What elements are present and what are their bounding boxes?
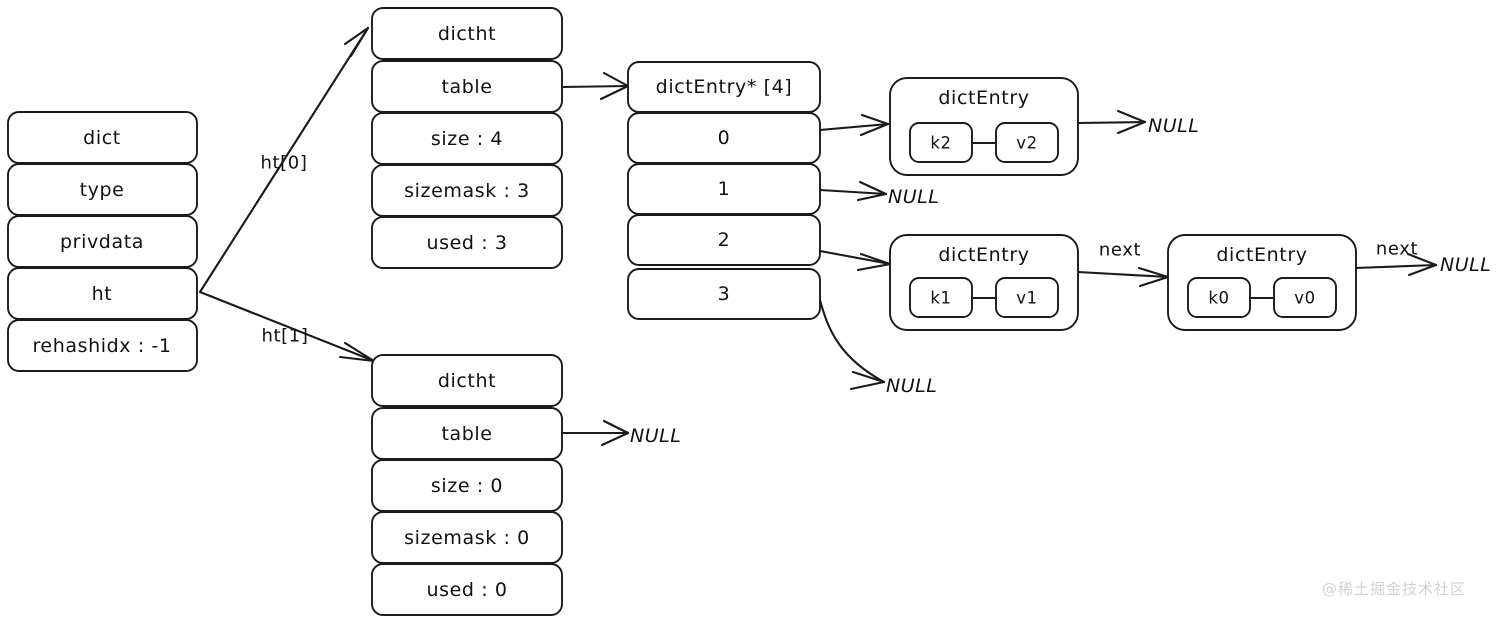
dict-field-type[interactable]	[7, 163, 198, 216]
dict-field-type-label: type	[79, 179, 125, 201]
entry-k0-value-label: v0	[1294, 288, 1316, 308]
ht0-header-box[interactable]	[371, 7, 563, 60]
ht1-group	[371, 354, 563, 616]
ht0-field-size-label: size : 4	[430, 128, 504, 150]
dict-struct-group	[7, 111, 198, 372]
entry-k0-title: dictEntry	[1216, 244, 1308, 266]
edge-bucket0-to-entry-k2	[818, 113, 890, 137]
ht1-field-table-label: table	[441, 423, 493, 445]
edge-ht0-table-to-array	[560, 71, 630, 101]
ht0-field-used-label: used : 3	[426, 232, 508, 254]
dict-field-ht[interactable]	[7, 267, 198, 320]
bucket-array-header-box[interactable]	[627, 61, 821, 113]
ht0-header-label: dictht	[437, 23, 497, 45]
watermark: @稀土掘金技术社区	[1322, 580, 1467, 598]
bucket-slot-0[interactable]	[627, 112, 821, 164]
dict-field-privdata[interactable]	[7, 215, 198, 268]
null-ht1-table: NULL	[630, 425, 682, 447]
bucket-slot-1-label: 1	[717, 178, 731, 200]
entry-k2-value-label: v2	[1016, 133, 1038, 153]
edge-entry-k0-to-null	[1353, 252, 1438, 277]
bucket-slot-3[interactable]	[627, 268, 821, 320]
edge-entry-k1-to-entry-k0	[1076, 266, 1170, 288]
ht1-field-table[interactable]	[371, 407, 563, 460]
ht0-field-table-label: table	[441, 76, 493, 98]
entry-k0-key-label: k0	[1208, 288, 1230, 308]
dict-field-rehashidx[interactable]	[7, 319, 198, 372]
dict-field-privdata-label: privdata	[60, 231, 144, 253]
entry-k1-group	[889, 234, 1079, 331]
null-entry-k0-next: NULL	[1440, 254, 1492, 276]
dict-header-box[interactable]	[7, 111, 198, 164]
bucket-array-header-label: dictEntry* [4]	[655, 76, 793, 98]
null-bucket-1: NULL	[888, 186, 940, 208]
ht1-header-box[interactable]	[371, 354, 563, 407]
ht0-field-sizemask[interactable]	[371, 164, 563, 217]
edge-ht-to-ht0	[198, 26, 370, 294]
edge-ht-to-ht1	[198, 290, 376, 363]
entry-k1-key-label: k1	[930, 288, 952, 308]
null-bucket-3: NULL	[886, 375, 938, 397]
entry-k0-group	[1167, 234, 1357, 331]
bucket-slot-3-label: 3	[717, 283, 731, 305]
edge-bucket3-to-null	[818, 298, 886, 391]
edge-bucket2-to-entry-k1	[818, 249, 892, 272]
edge-bucket1-to-null	[818, 180, 888, 202]
bucket-slot-2[interactable]	[627, 214, 821, 266]
ht1-field-sizemask-label: sizemask : 0	[404, 527, 530, 549]
entry-k1-next-label: next	[1098, 239, 1142, 261]
edge-entry-k2-to-null	[1076, 109, 1147, 135]
dict-field-ht-label: ht	[91, 283, 113, 305]
bucket-slot-0-label: 0	[717, 127, 731, 149]
ht1-pointer-label: ht[1]	[261, 325, 309, 347]
entry-k2-key-label: k2	[930, 133, 952, 153]
bucket-slot-2-label: 2	[717, 229, 731, 251]
ht0-field-size[interactable]	[371, 112, 563, 165]
ht1-field-used[interactable]	[371, 563, 563, 616]
ht1-header-label: dictht	[437, 370, 497, 392]
entry-k1-title: dictEntry	[938, 244, 1030, 266]
ht0-field-sizemask-label: sizemask : 3	[404, 180, 530, 202]
ht1-field-size[interactable]	[371, 459, 563, 512]
ht1-field-sizemask[interactable]	[371, 511, 563, 564]
entry-k1-value-label: v1	[1016, 288, 1038, 308]
ht1-field-used-label: used : 0	[426, 579, 508, 601]
entry-k2-group	[889, 77, 1079, 176]
ht1-field-size-label: size : 0	[430, 475, 504, 497]
entry-k2-title: dictEntry	[938, 87, 1030, 109]
ht0-group	[371, 7, 563, 269]
ht0-pointer-label: ht[0]	[260, 152, 308, 174]
bucket-slot-1[interactable]	[627, 163, 821, 215]
entry-k0-next-label: next	[1375, 238, 1419, 260]
bucket-array-group	[627, 61, 821, 320]
ht0-field-used[interactable]	[371, 216, 563, 269]
dict-header-label: dict	[83, 127, 121, 149]
dict-field-rehashidx-label: rehashidx : -1	[32, 335, 172, 357]
ht0-field-table[interactable]	[371, 60, 563, 113]
null-entry-k2-next: NULL	[1148, 115, 1200, 137]
edge-ht1-table-to-null	[560, 419, 630, 447]
